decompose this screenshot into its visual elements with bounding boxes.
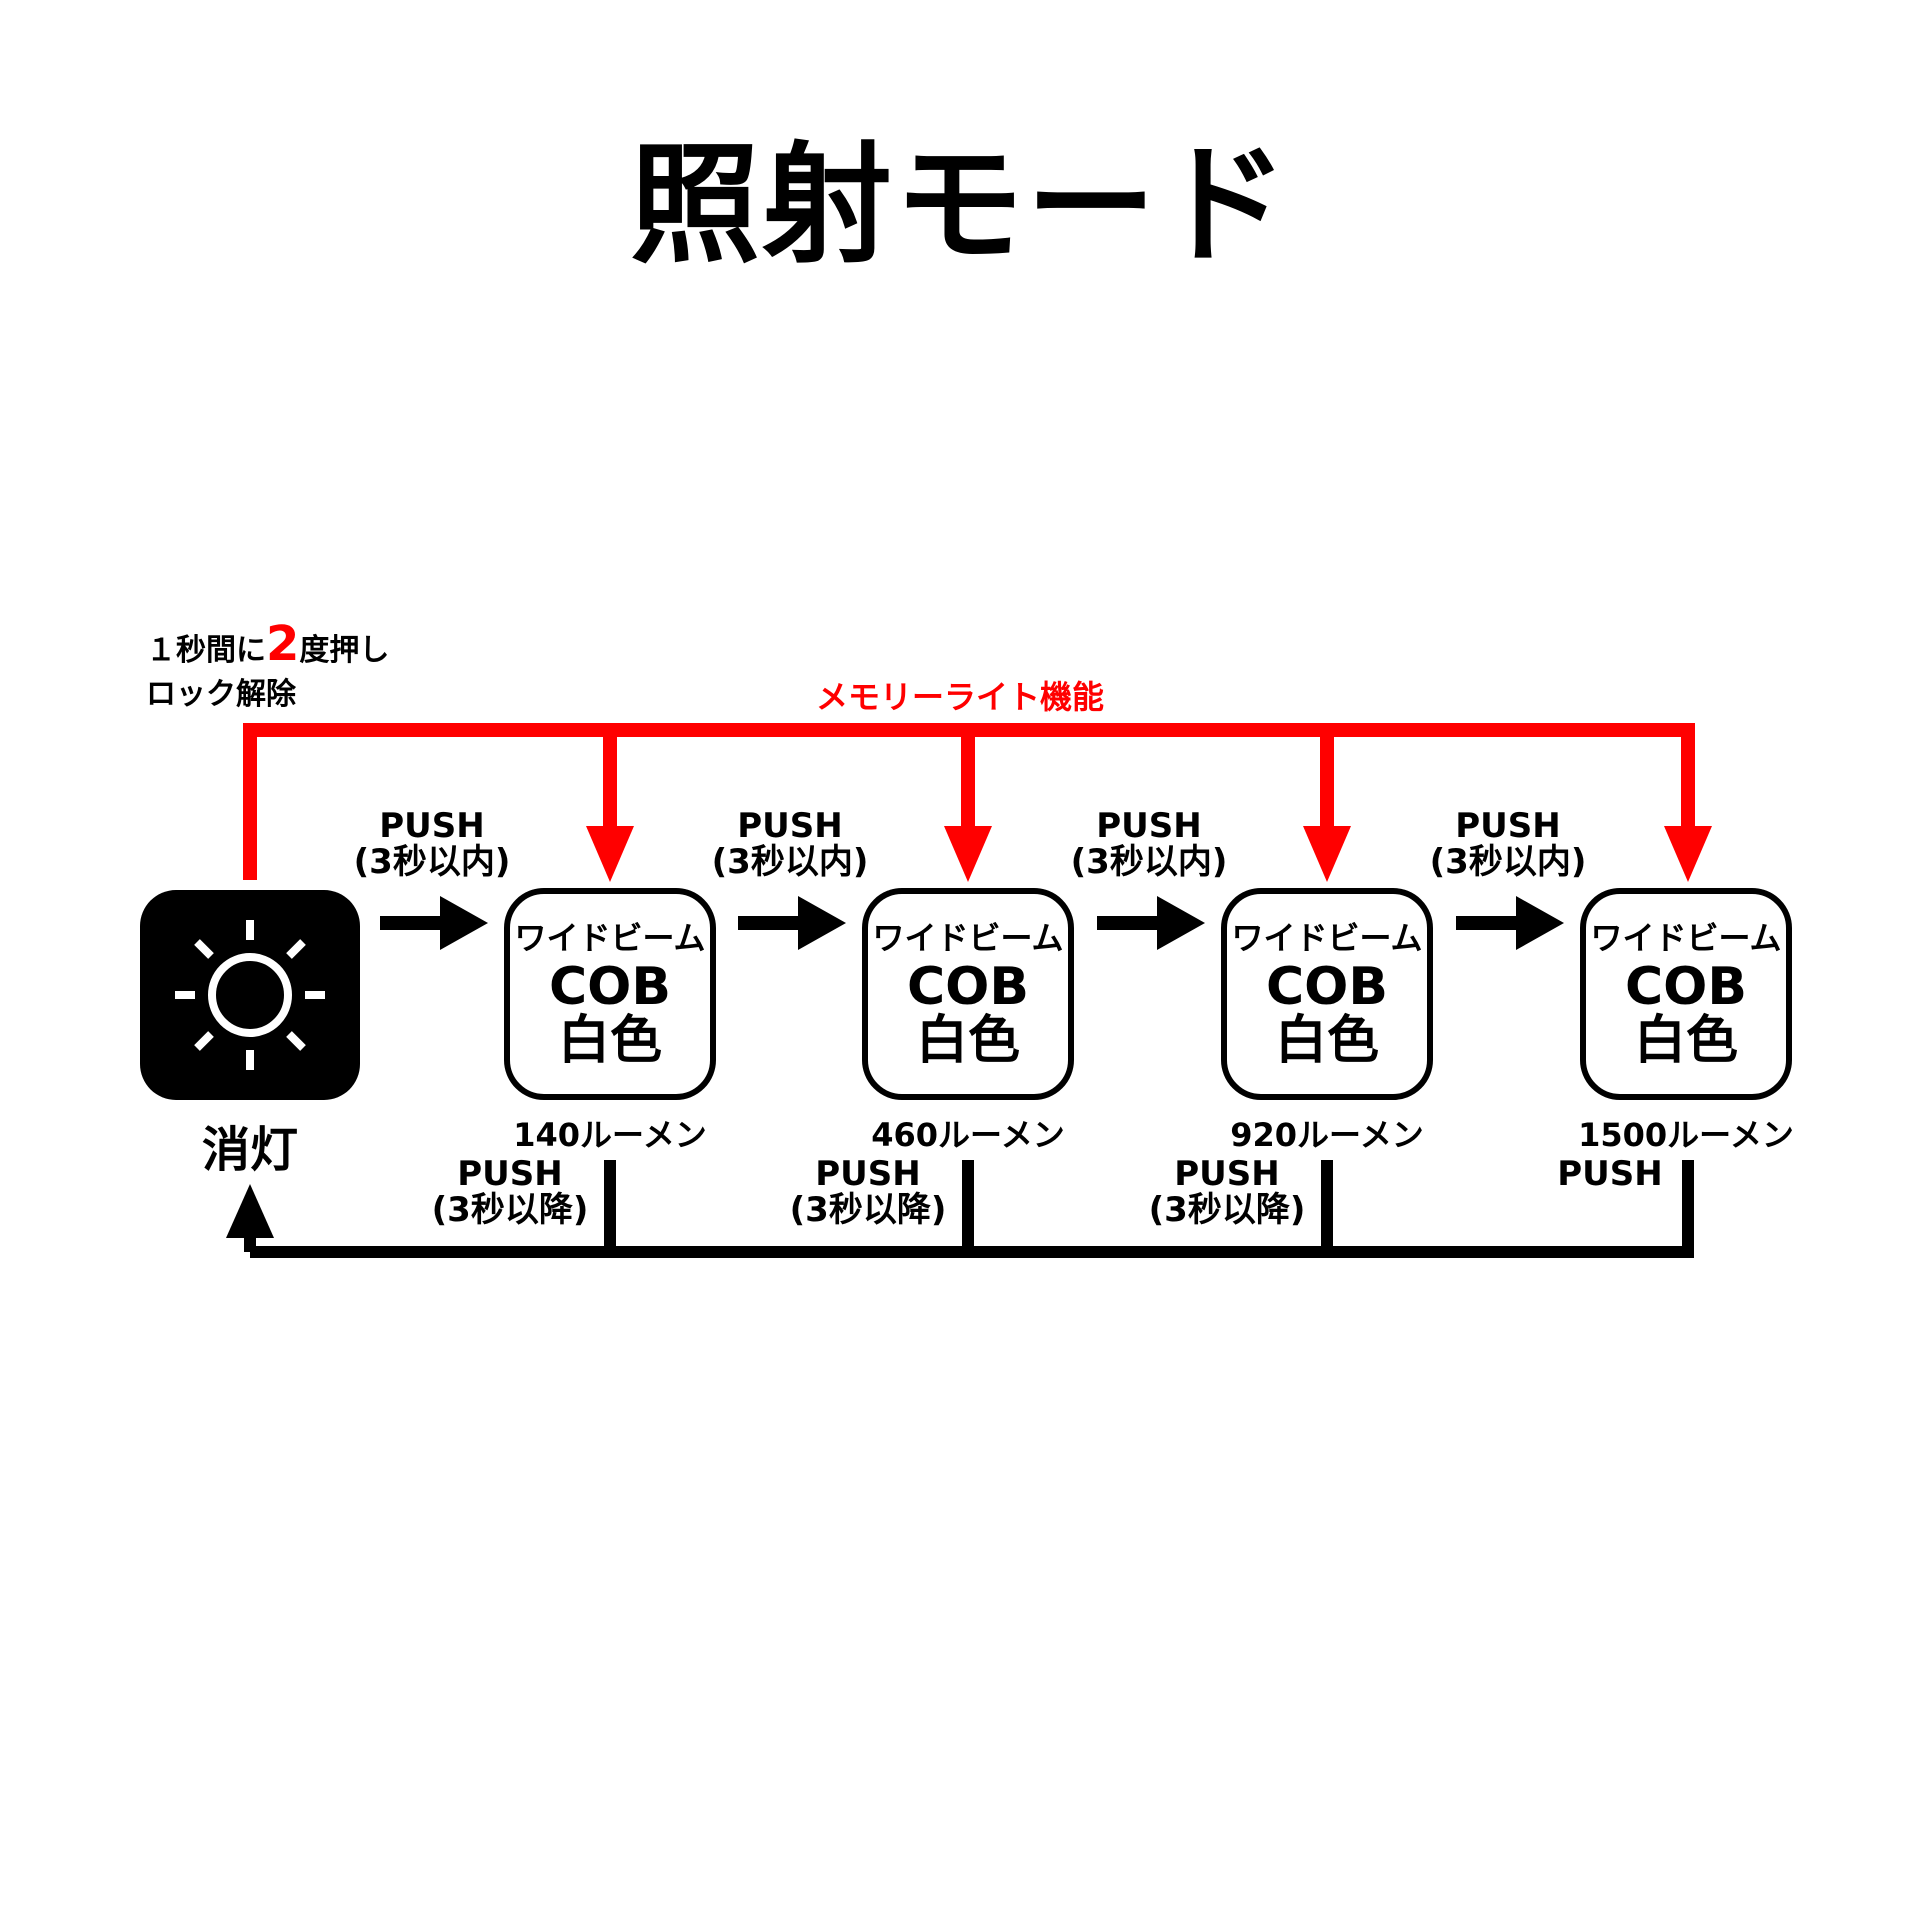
forward-label-timing: (3秒以内) <box>1070 842 1228 882</box>
forward-arrows <box>380 896 1564 950</box>
mode-box-4: ワイドビーム COB 白色 <box>1580 888 1792 1100</box>
forward-label-3: PUSH (3秒以内) <box>1039 808 1259 880</box>
return-label-4: PUSH <box>1500 1156 1720 1192</box>
mode-beam-label: ワイドビーム <box>514 919 706 957</box>
return-connector <box>244 1160 1694 1258</box>
off-state-label: 消灯 <box>201 1122 298 1178</box>
forward-label-push: PUSH <box>1455 806 1561 846</box>
mode-color-label: 白色 <box>1274 1011 1379 1071</box>
return-label-timing: (3秒以降) <box>789 1190 947 1230</box>
memory-light-connector <box>243 723 1695 880</box>
return-label-timing: (3秒以降) <box>431 1190 589 1230</box>
forward-label-push: PUSH <box>1096 806 1202 846</box>
forward-label-timing: (3秒以内) <box>1429 842 1587 882</box>
memory-light-label: メモリーライト機能 <box>815 678 1104 716</box>
mode-color-label: 白色 <box>1633 1011 1738 1071</box>
mode-type-label: COB <box>1265 957 1388 1017</box>
unlock-line-2: ロック解除 <box>146 677 296 712</box>
mode-beam-label: ワイドビーム <box>1231 919 1423 957</box>
memory-arrowhead-1 <box>586 826 634 882</box>
sun-icon <box>175 920 325 1070</box>
forward-label-timing: (3秒以内) <box>711 842 869 882</box>
forward-arrow-1 <box>380 896 488 950</box>
forward-arrow-2 <box>738 896 846 950</box>
unlock-count: 2 <box>266 616 300 672</box>
forward-arrow-3 <box>1097 896 1205 950</box>
mode-beam-label: ワイドビーム <box>872 919 1064 957</box>
return-label-1: PUSH (3秒以降) <box>400 1156 620 1228</box>
forward-label-timing: (3秒以内) <box>353 842 511 882</box>
return-label-push: PUSH <box>815 1154 921 1194</box>
memory-arrowheads <box>586 826 1712 882</box>
unlock-suffix: 度押し <box>299 633 390 668</box>
return-label-push: PUSH <box>1174 1154 1280 1194</box>
lumen-label-1: 140ルーメン <box>513 1116 707 1154</box>
mode-type-label: COB <box>548 957 671 1017</box>
memory-arrowhead-3 <box>1303 826 1351 882</box>
lumen-label-2: 460ルーメン <box>871 1116 1065 1154</box>
unlock-line-1: １秒間に2度押し <box>146 620 390 673</box>
mode-box-3: ワイドビーム COB 白色 <box>1221 888 1433 1100</box>
forward-label-2: PUSH (3秒以内) <box>680 808 900 880</box>
return-label-push: PUSH <box>457 1154 563 1194</box>
unlock-instruction: １秒間に2度押し ロック解除 <box>146 620 390 717</box>
return-label-push: PUSH <box>1557 1154 1663 1194</box>
unlock-prefix: １秒間に <box>146 633 266 668</box>
page-title: 照射モード <box>629 129 1290 281</box>
forward-label-4: PUSH (3秒以内) <box>1398 808 1618 880</box>
lumen-label-4: 1500ルーメン <box>1578 1116 1794 1154</box>
mode-type-label: COB <box>906 957 1029 1017</box>
forward-label-push: PUSH <box>379 806 485 846</box>
mode-box-1: ワイドビーム COB 白色 <box>504 888 716 1100</box>
mode-color-label: 白色 <box>915 1011 1020 1071</box>
return-arrowhead <box>226 1184 274 1238</box>
off-state-box <box>140 890 360 1100</box>
mode-color-label: 白色 <box>557 1011 662 1071</box>
return-label-2: PUSH (3秒以降) <box>758 1156 978 1228</box>
memory-arrowhead-4 <box>1664 826 1712 882</box>
mode-box-2: ワイドビーム COB 白色 <box>862 888 1074 1100</box>
forward-arrow-4 <box>1456 896 1564 950</box>
memory-arrowhead-2 <box>944 826 992 882</box>
lumen-label-3: 920ルーメン <box>1230 1116 1424 1154</box>
return-label-timing: (3秒以降) <box>1148 1190 1306 1230</box>
forward-label-1: PUSH (3秒以内) <box>322 808 542 880</box>
mode-type-label: COB <box>1624 957 1747 1017</box>
return-label-3: PUSH (3秒以降) <box>1117 1156 1337 1228</box>
mode-beam-label: ワイドビーム <box>1590 919 1782 957</box>
forward-label-push: PUSH <box>737 806 843 846</box>
